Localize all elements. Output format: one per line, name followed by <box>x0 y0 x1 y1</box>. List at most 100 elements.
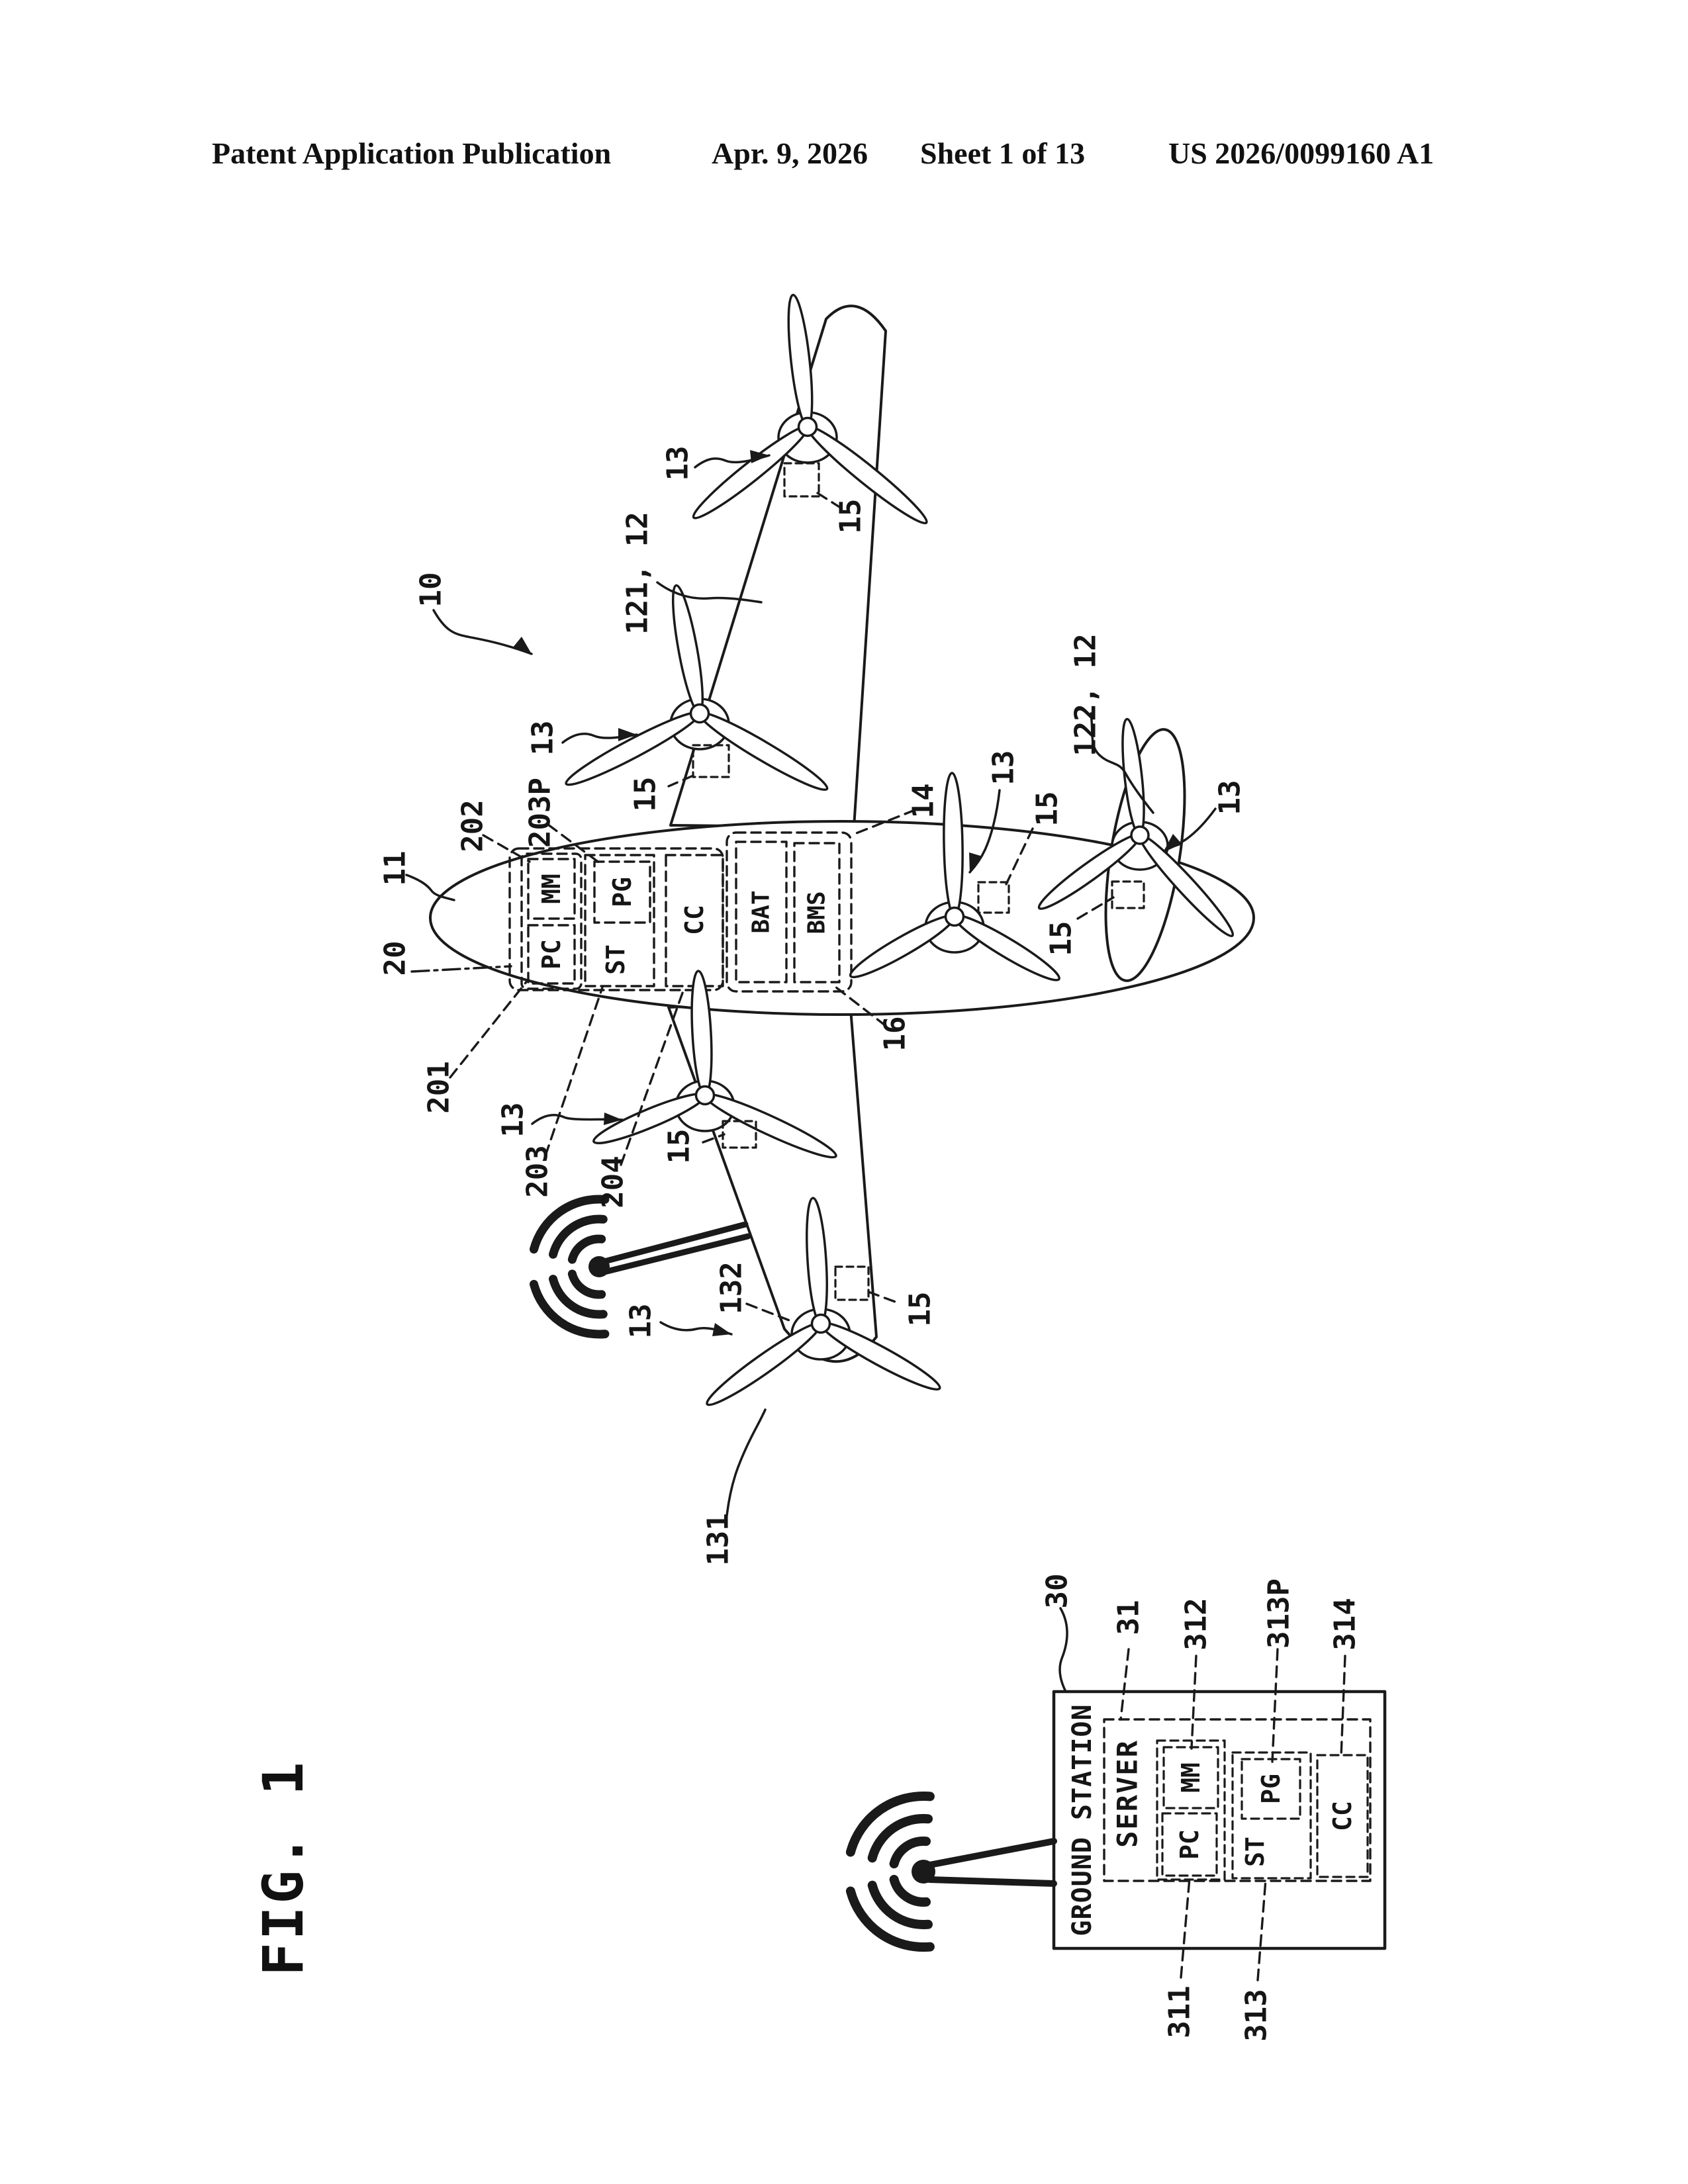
leader-203p <box>547 823 601 864</box>
motor-box-p2 <box>692 744 730 778</box>
leader-314 <box>1340 1655 1346 1758</box>
ground-station-box <box>1052 1690 1387 1950</box>
leader-31 <box>1119 1648 1130 1721</box>
aircraft-st-label: ST <box>601 944 630 975</box>
ref-131-blade: 131 <box>701 1513 735 1566</box>
aircraft-leaders <box>405 450 1217 1517</box>
leader-10 <box>432 609 533 655</box>
ref-203-storage: 203 <box>520 1145 555 1198</box>
leader-15-p3 <box>702 1133 726 1144</box>
leader-204 <box>620 986 686 1166</box>
ground-station-art <box>845 1607 1387 1981</box>
ref-14-battery: 14 <box>906 783 941 819</box>
header-sheet: Sheet 1 of 13 <box>920 136 1086 170</box>
ref-314-gs-comm: 314 <box>1328 1598 1362 1651</box>
ref-202-memory: 202 <box>455 799 490 852</box>
aircraft-bms-label: BMS <box>803 891 831 934</box>
ref-31-server: 31 <box>1111 1600 1146 1635</box>
ref-16-bms: 16 <box>878 1016 912 1052</box>
avionics-boxes <box>508 831 853 993</box>
propeller-5 <box>849 772 1060 981</box>
pg-box <box>593 860 651 924</box>
motor-box-p6 <box>1111 880 1145 909</box>
ref-15-prop4: 15 <box>903 1291 937 1327</box>
header-number: US 2026/0099160 A1 <box>1168 136 1434 170</box>
ref-122-12-tailwing: 122, 12 <box>1068 633 1103 756</box>
ref-15-prop3: 15 <box>662 1128 696 1164</box>
ref-30-ground-station: 30 <box>1040 1573 1074 1609</box>
st-box <box>584 854 655 987</box>
bat-bms-group-box <box>726 831 853 993</box>
ref-15-prop1: 15 <box>833 498 868 534</box>
bat-box <box>735 841 788 983</box>
propeller-3 <box>592 970 837 1159</box>
leader-122 <box>1090 712 1154 814</box>
ref-13-prop4: 13 <box>624 1303 658 1339</box>
propeller-1 <box>692 293 928 525</box>
leader-30 <box>1058 1607 1068 1693</box>
gs-st-label: ST <box>1241 1837 1270 1867</box>
ref-313p-gs-program: 313P <box>1262 1578 1296 1649</box>
ref-20-controller: 20 <box>378 940 412 976</box>
leader-313 <box>1256 1878 1267 1981</box>
ref-311-gs-processor: 311 <box>1162 1985 1197 2038</box>
motor-box-p5 <box>977 881 1010 914</box>
ref-10-aircraft: 10 <box>414 572 448 608</box>
gs-mm-label: MM <box>1176 1762 1205 1793</box>
ref-203p-program: 203P <box>523 778 557 848</box>
aircraft-pc-label: PC <box>537 939 566 970</box>
figure-title: FIG. 1 <box>251 1759 316 1976</box>
gs-pg-label: PG <box>1256 1774 1286 1804</box>
aircraft-bat-label: BAT <box>747 890 775 934</box>
aircraft-mm-label: MM <box>537 874 566 904</box>
propeller-4 <box>706 1197 941 1406</box>
pc-box <box>527 924 576 985</box>
leader-15-p4 <box>867 1291 898 1304</box>
motor-box-p1 <box>783 462 820 498</box>
ref-13-prop5: 13 <box>986 750 1021 786</box>
ref-204-comm: 204 <box>596 1156 630 1208</box>
controller-20-box <box>508 847 724 991</box>
leader-203 <box>544 986 604 1157</box>
leader-121 <box>656 581 763 604</box>
gs-cc-label: CC <box>1328 1801 1357 1831</box>
bms-box <box>793 842 841 983</box>
pc-mm-group-box <box>520 852 583 990</box>
aircraft-cc-label: CC <box>680 905 709 935</box>
ref-13-prop3: 13 <box>496 1102 530 1138</box>
motor-box-p4 <box>834 1265 870 1301</box>
leader-202 <box>482 834 531 863</box>
leader-313p <box>1271 1648 1279 1763</box>
ground-station-title: GROUND STATION <box>1067 1704 1098 1936</box>
gs-cc-box <box>1316 1754 1369 1878</box>
mm-box <box>527 858 576 920</box>
ref-132-hub: 132 <box>714 1261 749 1314</box>
ref-13-prop2: 13 <box>526 720 560 756</box>
leader-312 <box>1190 1655 1197 1750</box>
ground-antenna-icon <box>845 1791 1057 1952</box>
leader-201 <box>449 978 530 1079</box>
gs-pc-label: PC <box>1175 1829 1204 1860</box>
leader-14 <box>850 809 916 837</box>
leader-311 <box>1180 1877 1191 1979</box>
leader-16 <box>831 983 887 1027</box>
propeller-2 <box>565 584 829 792</box>
leader-20 <box>410 965 512 973</box>
leader-15-p5 <box>1005 827 1034 886</box>
leader-131 <box>726 1408 767 1517</box>
server-box <box>1103 1718 1372 1882</box>
gs-pc-box <box>1161 1812 1218 1877</box>
leader-132 <box>745 1302 796 1324</box>
propeller-6 <box>1037 717 1235 938</box>
leader-15-p6 <box>1076 896 1115 920</box>
ref-201-processor: 201 <box>422 1061 456 1114</box>
header-date: Apr. 9, 2026 <box>712 136 868 170</box>
leader-15-p2 <box>667 774 694 788</box>
ref-15-prop2: 15 <box>628 776 663 812</box>
ref-15-prop5: 15 <box>1030 791 1064 827</box>
ref-121-12-wing: 121, 12 <box>620 512 655 635</box>
leader-13-p5 <box>968 789 1001 874</box>
header-publication: Patent Application Publication <box>212 136 612 170</box>
